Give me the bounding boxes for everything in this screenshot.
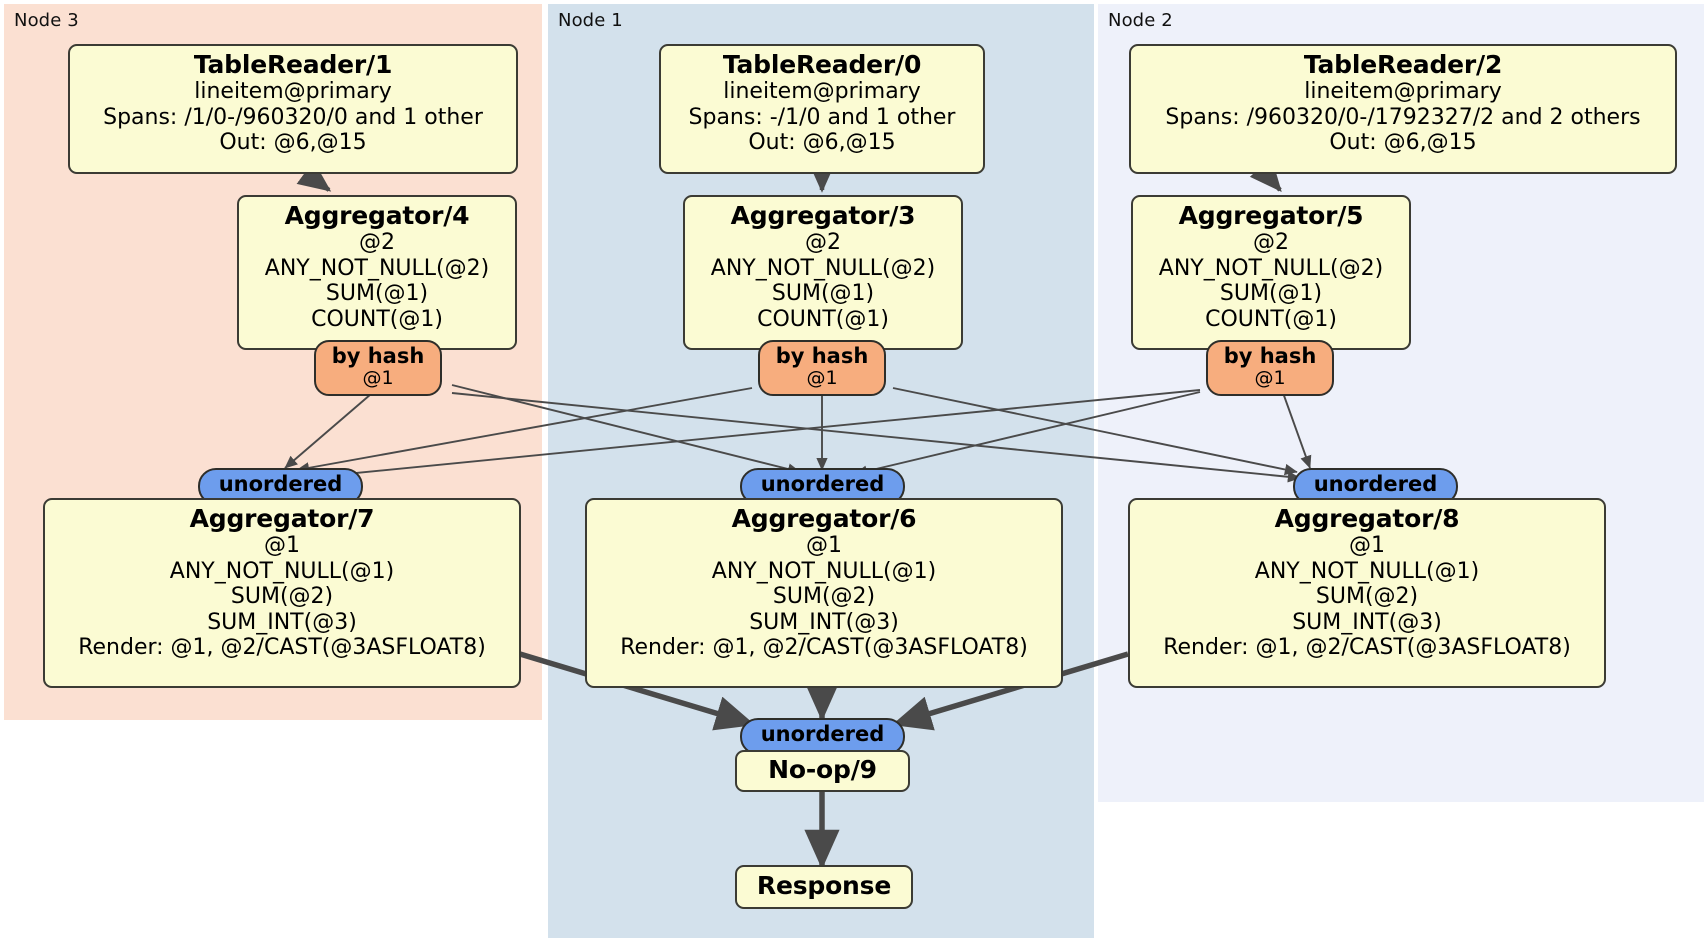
node-label-node1: Node 1 bbox=[558, 10, 623, 31]
synchronizer-title: unordered bbox=[760, 472, 885, 496]
router-by-hash-aggregator-5[interactable]: by hash @1 bbox=[1206, 340, 1334, 396]
processor-line: ANY_NOT_NULL(@1) bbox=[169, 558, 395, 584]
processor-aggregator-6[interactable]: Aggregator/6 @1 ANY_NOT_NULL(@1) SUM(@2)… bbox=[585, 498, 1063, 688]
processor-line: SUM(@1) bbox=[325, 281, 429, 307]
processor-title: Aggregator/4 bbox=[284, 201, 470, 230]
router-by-hash-aggregator-4[interactable]: by hash @1 bbox=[314, 340, 442, 396]
node-label-node2: Node 2 bbox=[1108, 10, 1173, 31]
processor-line: COUNT(@1) bbox=[757, 306, 889, 332]
processor-line: COUNT(@1) bbox=[311, 306, 443, 332]
processor-no-op-9[interactable]: No-op/9 bbox=[735, 750, 910, 792]
processor-title: Aggregator/7 bbox=[189, 504, 375, 533]
processor-line: @1 bbox=[264, 533, 300, 558]
processor-aggregator-5[interactable]: Aggregator/5 @2 ANY_NOT_NULL(@2) SUM(@1)… bbox=[1131, 195, 1411, 350]
router-by-hash-aggregator-3[interactable]: by hash @1 bbox=[758, 340, 886, 396]
processor-line: ANY_NOT_NULL(@1) bbox=[711, 558, 937, 584]
router-line: @1 bbox=[1254, 366, 1286, 389]
processor-table-reader-2[interactable]: TableReader/2 lineitem@primary Spans: /9… bbox=[1129, 44, 1677, 174]
processor-table-reader-0[interactable]: TableReader/0 lineitem@primary Spans: -/… bbox=[659, 44, 985, 174]
router-line: @1 bbox=[362, 366, 394, 389]
processor-line: SUM(@2) bbox=[772, 584, 876, 610]
processor-line: ANY_NOT_NULL(@2) bbox=[1158, 255, 1384, 281]
processor-line: Spans: /960320/0-/1792327/2 and 2 others bbox=[1165, 104, 1641, 130]
router-title: by hash bbox=[775, 344, 869, 368]
processor-title: TableReader/2 bbox=[1303, 50, 1503, 79]
node-label-node3: Node 3 bbox=[14, 10, 79, 31]
processor-line: ANY_NOT_NULL(@2) bbox=[710, 255, 936, 281]
router-line: @1 bbox=[806, 366, 838, 389]
processor-line: @1 bbox=[806, 533, 842, 558]
processor-line: Render: @1, @2/CAST(@3ASFLOAT8) bbox=[620, 635, 1028, 661]
router-title: by hash bbox=[331, 344, 425, 368]
processor-line: ANY_NOT_NULL(@1) bbox=[1254, 558, 1480, 584]
processor-title: Response bbox=[756, 871, 892, 900]
processor-line: @2 bbox=[805, 230, 841, 255]
processor-line: @2 bbox=[1253, 230, 1289, 255]
synchronizer-title: unordered bbox=[218, 472, 343, 496]
processor-line: SUM(@1) bbox=[771, 281, 875, 307]
processor-line: COUNT(@1) bbox=[1205, 306, 1337, 332]
processor-title: Aggregator/3 bbox=[730, 201, 916, 230]
processor-aggregator-7[interactable]: Aggregator/7 @1 ANY_NOT_NULL(@1) SUM(@2)… bbox=[43, 498, 521, 688]
processor-line: @1 bbox=[1349, 533, 1385, 558]
processor-title: No-op/9 bbox=[768, 755, 877, 784]
processor-line: lineitem@primary bbox=[1304, 79, 1502, 104]
processor-line: SUM(@1) bbox=[1219, 281, 1323, 307]
processor-title: Aggregator/6 bbox=[731, 504, 917, 533]
router-title: by hash bbox=[1223, 344, 1317, 368]
processor-line: lineitem@primary bbox=[194, 79, 392, 104]
processor-title: Aggregator/8 bbox=[1274, 504, 1460, 533]
processor-line: ANY_NOT_NULL(@2) bbox=[264, 255, 490, 281]
processor-response[interactable]: Response bbox=[735, 865, 913, 909]
processor-title: TableReader/0 bbox=[722, 50, 922, 79]
processor-aggregator-4[interactable]: Aggregator/4 @2 ANY_NOT_NULL(@2) SUM(@1)… bbox=[237, 195, 517, 350]
processor-line: lineitem@primary bbox=[723, 79, 921, 104]
processor-line: Spans: /1/0-/960320/0 and 1 other bbox=[103, 104, 483, 130]
processor-line: SUM_INT(@3) bbox=[749, 609, 899, 635]
processor-line: @2 bbox=[359, 230, 395, 255]
processor-title: TableReader/1 bbox=[193, 50, 393, 79]
synchronizer-title: unordered bbox=[1313, 472, 1438, 496]
processor-line: Out: @6,@15 bbox=[748, 130, 896, 156]
synchronizer-title: unordered bbox=[760, 722, 885, 746]
processor-line: Out: @6,@15 bbox=[1329, 130, 1477, 156]
processor-line: SUM_INT(@3) bbox=[207, 609, 357, 635]
processor-table-reader-1[interactable]: TableReader/1 lineitem@primary Spans: /1… bbox=[68, 44, 518, 174]
processor-line: Spans: -/1/0 and 1 other bbox=[688, 104, 956, 130]
processor-line: Out: @6,@15 bbox=[219, 130, 367, 156]
processor-line: Render: @1, @2/CAST(@3ASFLOAT8) bbox=[78, 635, 486, 661]
processor-title: Aggregator/5 bbox=[1178, 201, 1364, 230]
processor-line: SUM_INT(@3) bbox=[1292, 609, 1442, 635]
processor-line: Render: @1, @2/CAST(@3ASFLOAT8) bbox=[1163, 635, 1571, 661]
processor-line: SUM(@2) bbox=[230, 584, 334, 610]
processor-aggregator-8[interactable]: Aggregator/8 @1 ANY_NOT_NULL(@1) SUM(@2)… bbox=[1128, 498, 1606, 688]
processor-aggregator-3[interactable]: Aggregator/3 @2 ANY_NOT_NULL(@2) SUM(@1)… bbox=[683, 195, 963, 350]
processor-line: SUM(@2) bbox=[1315, 584, 1419, 610]
